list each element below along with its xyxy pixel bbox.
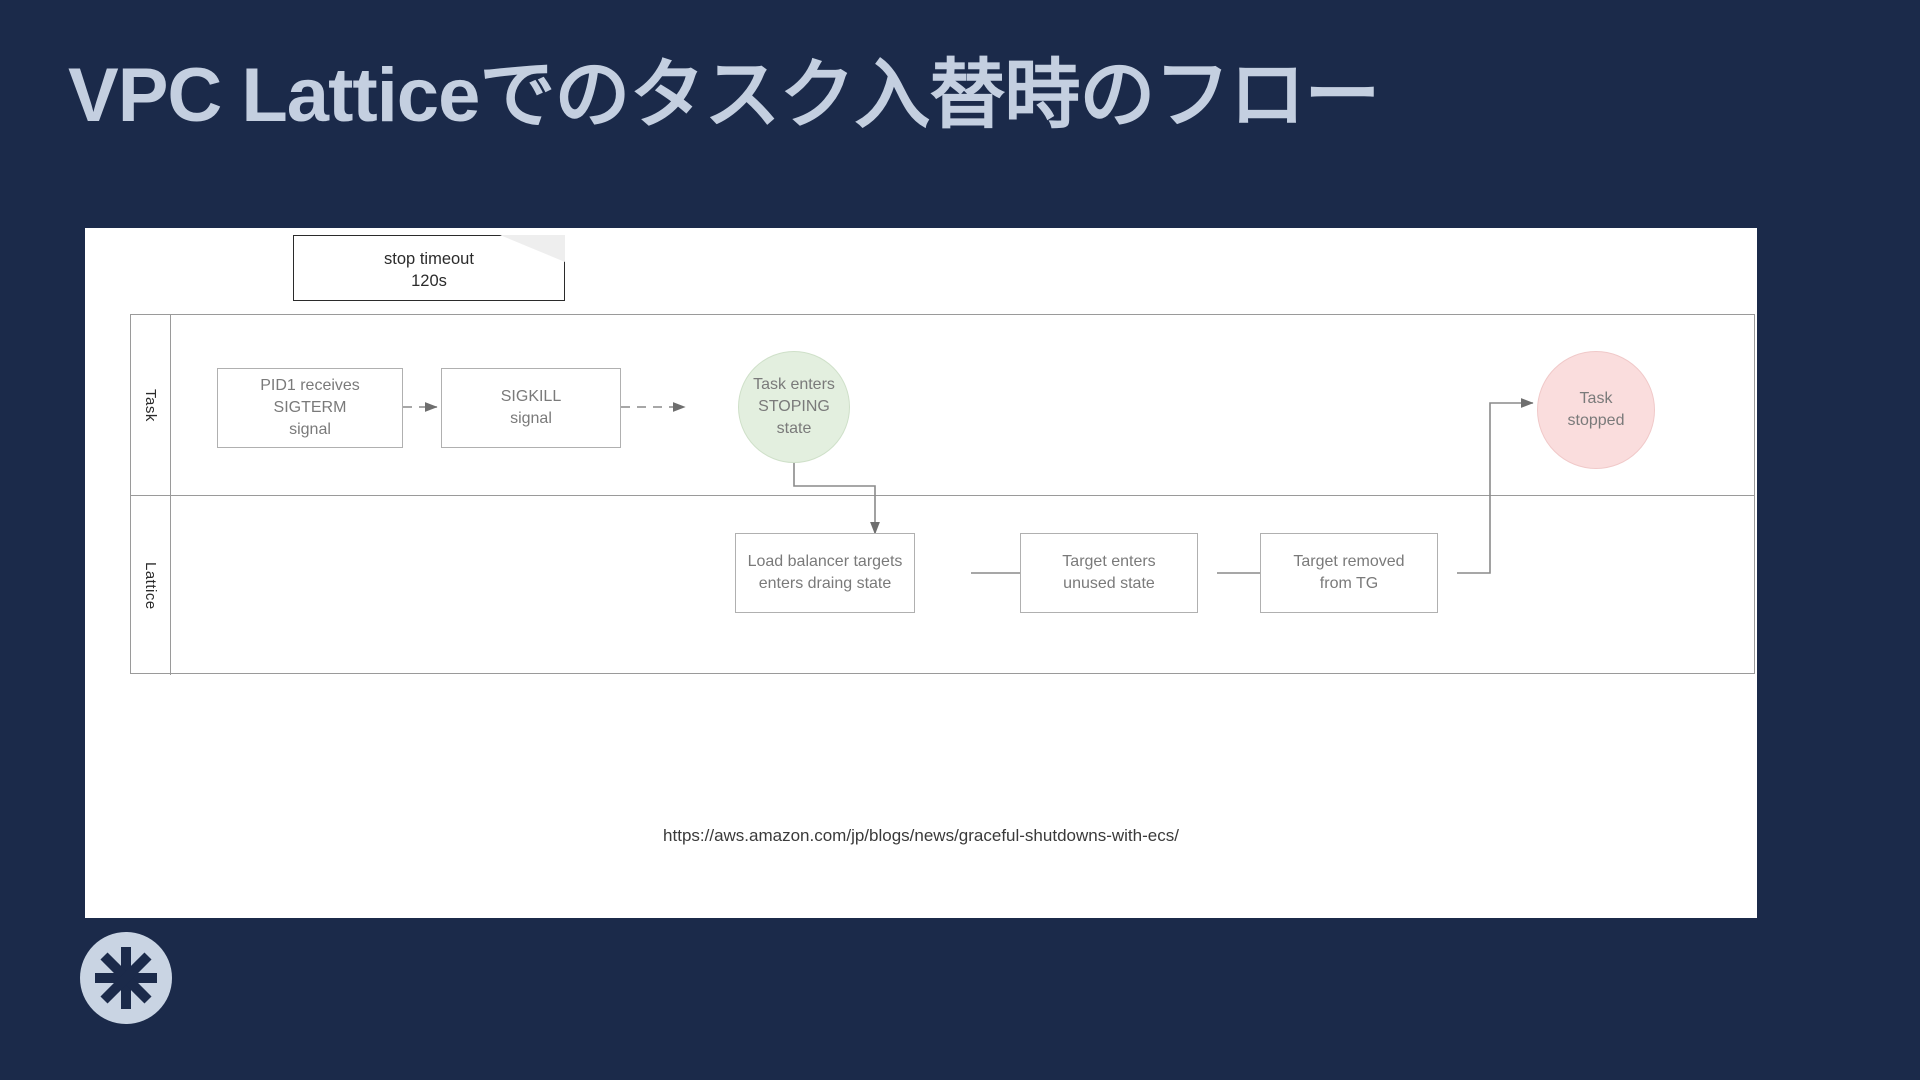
node-pid1-receives-sigterm[interactable]: PID1 receives SIGTERM signal <box>217 368 403 448</box>
node-load-balancer-targets-draining[interactable]: Load balancer targets enters draing stat… <box>735 533 915 613</box>
note-label: stop timeout 120s <box>384 250 474 291</box>
asterisk-logo-icon <box>80 932 172 1024</box>
page-title: VPC Latticeでのタスク入替時のフロー <box>68 53 1380 138</box>
source-url-text: https://aws.amazon.com/jp/blogs/news/gra… <box>663 826 1179 845</box>
swimlane-lattice: Lattice <box>131 495 1754 675</box>
swimlane-pool: Task Lattice <box>130 314 1755 675</box>
node-sigkill-signal[interactable]: SIGKILL signal <box>441 368 621 448</box>
note-shape <box>293 235 565 301</box>
swimlane-lattice-label: Lattice <box>142 561 159 610</box>
swimlane-task-header: Task <box>131 315 171 495</box>
node-target-removed-from-tg[interactable]: Target removed from TG <box>1260 533 1438 613</box>
diagram-canvas: stop timeout 120s Task Lattice <box>85 228 1757 918</box>
node-task-stopped[interactable]: Task stopped <box>1537 351 1655 469</box>
stop-timeout-note: stop timeout 120s <box>293 235 565 301</box>
node-target-enters-unused-state[interactable]: Target enters unused state <box>1020 533 1198 613</box>
node-task-enters-stoping-state[interactable]: Task enters STOPING state <box>738 351 850 463</box>
swimlane-lattice-header: Lattice <box>131 496 171 675</box>
swimlane-task: Task <box>131 315 1754 495</box>
swimlane-task-label: Task <box>142 388 159 422</box>
